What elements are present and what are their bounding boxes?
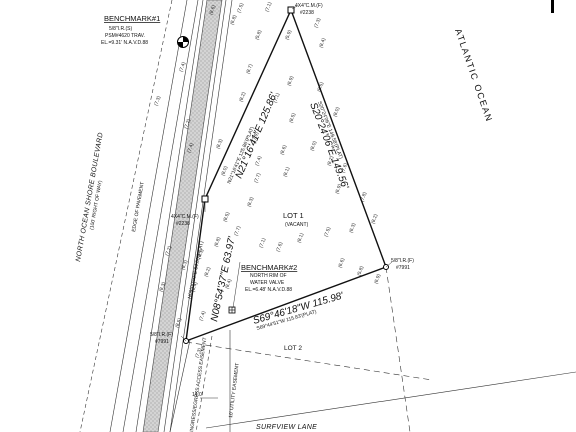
benchmark2-symbol [228, 306, 236, 314]
spot-elevation: (7.1) [272, 92, 281, 104]
corner-marks [551, 0, 554, 13]
spot-elevation: (7.3) [313, 17, 322, 29]
spot-elevation: (7.9) [251, 131, 260, 143]
spot-elevation: (8.6) [208, 4, 217, 16]
spot-elevation: (8.0) [332, 106, 341, 118]
spot-elevation: (7.4) [186, 142, 195, 154]
spot-elevation: (8.4) [318, 37, 327, 49]
spot-elevation: (5.9) [284, 29, 293, 41]
benchmark2-title: BENCHMARK#2 [241, 263, 297, 272]
spot-elevation: (6.6) [337, 257, 346, 269]
lot2-name: LOT 2 [284, 345, 302, 352]
spot-elevation: (8.5) [222, 211, 231, 223]
surfview-lane-name: SURFVIEW LANE [256, 424, 317, 431]
spot-elevations: (8.6) (7.5) (7.1) (6.8) (5.8) (5.9) (7.3) (8.4)… [153, 1, 382, 359]
monument-right-label: 5/8"I.R.(F) [391, 258, 414, 264]
spot-elevation: (8.0) [220, 165, 229, 177]
spot-elevation: (7.1) [264, 1, 273, 13]
monument-right-id: #7991 [396, 265, 410, 271]
spot-elevation: (6.3) [348, 222, 357, 234]
spot-elevation: (8.3) [215, 138, 224, 150]
spot-elevation: (8.5) [174, 317, 183, 329]
spot-elevation: (7.6) [340, 162, 349, 174]
spot-elevation: (8.3) [246, 196, 255, 208]
spot-elevation: (5.8) [254, 29, 263, 41]
spot-elevation: (7.2) [164, 245, 173, 257]
spot-elevation: (6.9) [334, 183, 343, 195]
benchmark2-line2: WATER VALVE [250, 280, 285, 286]
lot1-name: LOT 1 [283, 211, 304, 220]
spot-elevation: (7.3) [194, 347, 203, 359]
spot-elevation: (7.4) [178, 61, 187, 73]
spot-elevation: (8.1) [296, 232, 305, 244]
benchmark1-line2: PSM#4620 TRAV. [105, 33, 145, 39]
pavement-strip [142, 0, 223, 432]
benchmark1-line1: 5/8"I.R.(S) [109, 26, 133, 32]
spot-elevation: (7.4) [254, 155, 263, 167]
spot-elevation: (7.5) [236, 2, 245, 14]
spot-elevation: (5.8) [356, 265, 365, 277]
spot-elevation: (7.7) [233, 225, 242, 237]
spot-elevation: (8.2) [238, 91, 247, 103]
spot-elevation: (8.3) [196, 248, 205, 260]
spot-elevation: (7.8) [359, 191, 368, 203]
monument-mid-label: 4X4"C.M.(F) [171, 214, 199, 220]
monument-bottom-label: 5/8"I.R.(F) [150, 332, 173, 338]
spot-elevation: (7.1) [258, 237, 267, 249]
spot-elevation: (8.2) [326, 155, 335, 167]
spot-elevation: (8.3) [158, 281, 167, 293]
spot-elevation: (8.5) [316, 81, 325, 93]
easement-lines [169, 266, 576, 432]
spot-elevation: (8.4) [224, 278, 233, 290]
spot-elevation: (8.5) [288, 112, 297, 124]
spot-elevation: (6.9) [373, 273, 382, 285]
spot-elevation: (8.3) [180, 259, 189, 271]
spot-elevation: (7.2) [183, 118, 192, 130]
spot-elevation: (8.2) [370, 213, 379, 225]
monument-top-id: #2238 [300, 10, 314, 16]
bearing-south: S69°46'18"W 115.98' [252, 290, 346, 327]
spot-elevation: (6.9) [286, 75, 295, 87]
spot-elevation: (8.4) [190, 281, 199, 293]
spot-elevation: (7.7) [253, 172, 262, 184]
benchmark2-line1: NORTH RIM OF [250, 273, 287, 279]
spot-elevation: (8.6) [279, 144, 288, 156]
edge-of-pavement-label: EDGE OF PAVEMENT [131, 181, 146, 232]
spot-elevation: (7.5) [323, 226, 332, 238]
lot1-status: (VACANT) [285, 222, 309, 228]
benchmark1-line3: EL.=9.31' N.A.V.D.88 [101, 40, 148, 46]
spot-elevation: (8.7) [245, 63, 254, 75]
ocean-label: ATLANTIC OCEAN [453, 27, 494, 123]
spot-elevation: (7.4) [198, 310, 207, 322]
monument-bottom-id: #7991 [155, 339, 169, 345]
spot-elevation: (7.6) [275, 241, 284, 253]
spot-elevation: (6.8) [229, 14, 238, 26]
leader-lines [180, 5, 393, 342]
spot-elevation: (7.3) [153, 95, 162, 107]
benchmark2-line3: EL.=6.48' N.A.V.D.88 [245, 287, 292, 293]
benchmark1-title: BENCHMARK#1 [104, 14, 160, 23]
spot-elevation: (8.1) [282, 166, 291, 178]
road-lines [79, 0, 233, 432]
spot-elevation: (6.8) [213, 236, 222, 248]
spot-elevation: (8.0) [309, 140, 318, 152]
spot-elevation: (8.2) [203, 266, 212, 278]
benchmark1-symbol [177, 36, 189, 48]
monument-top-label: 4X4"C.M.(F) [295, 3, 323, 9]
easement-width: 14.0' [192, 392, 203, 398]
monument-mid-id: #2238 [176, 221, 190, 227]
